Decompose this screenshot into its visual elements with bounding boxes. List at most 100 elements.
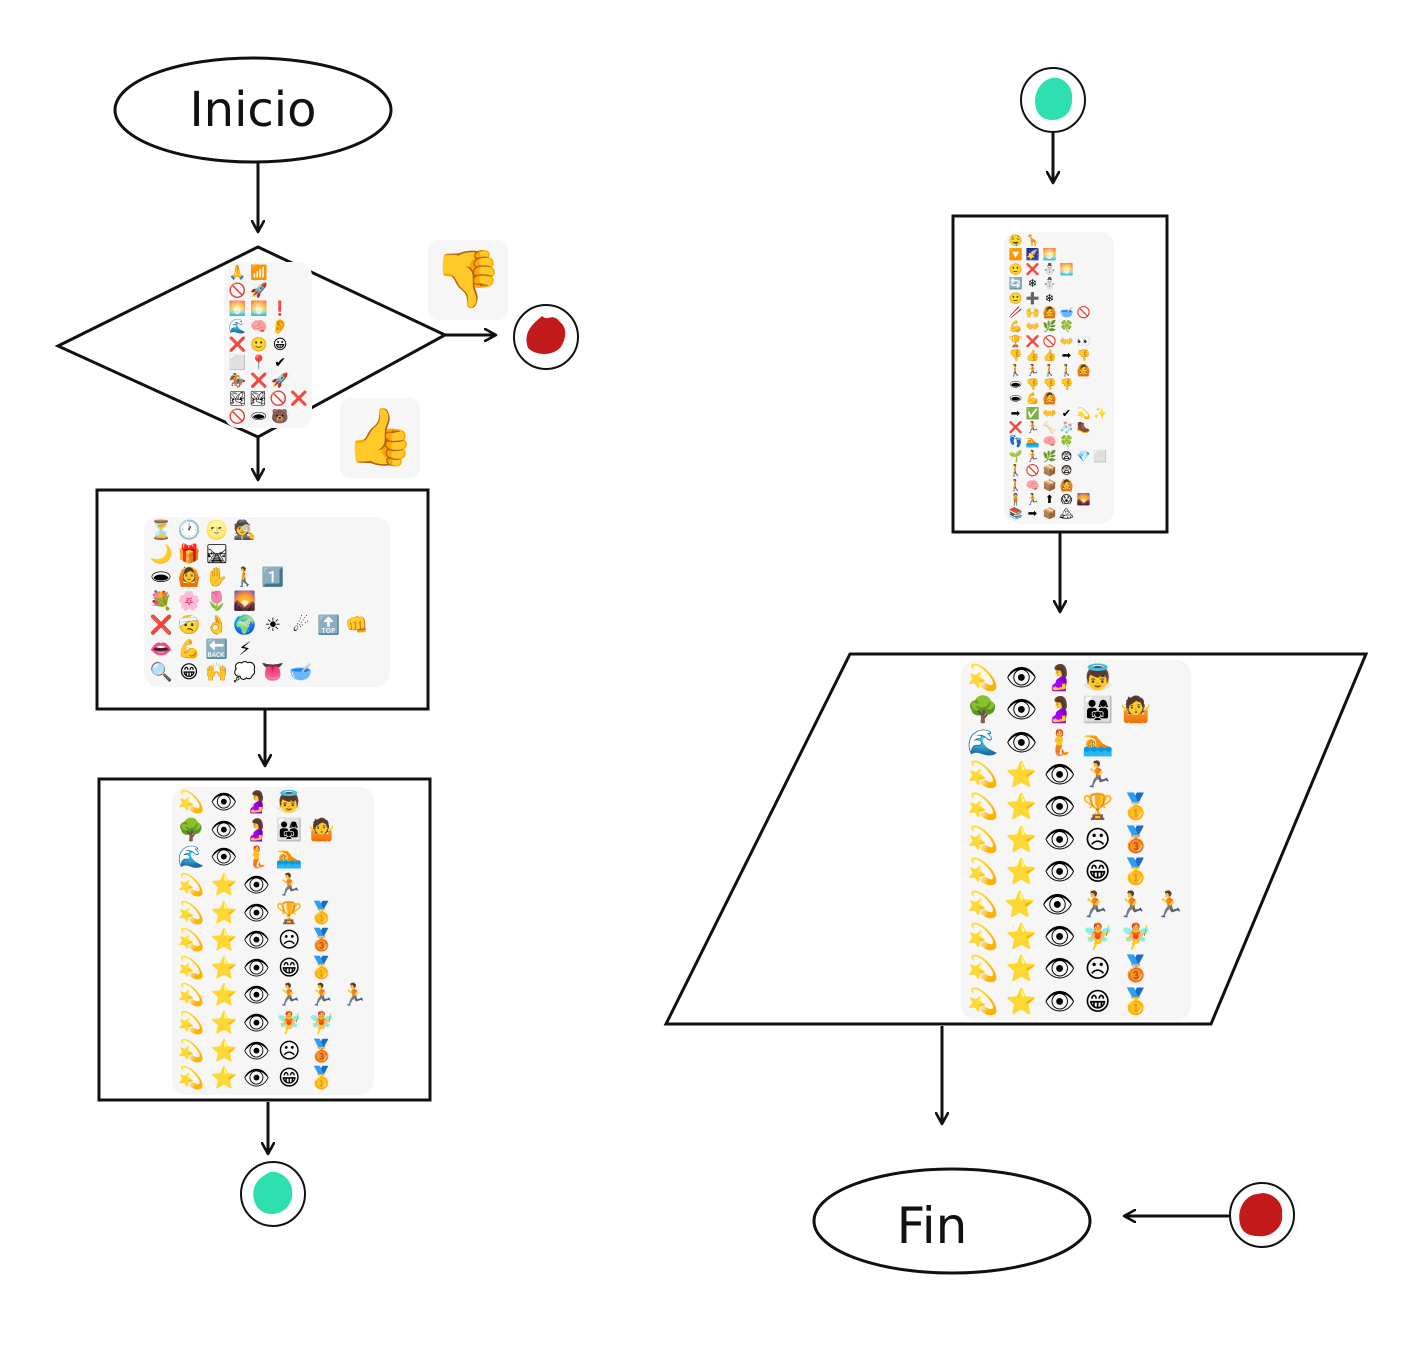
emoji-glyph: 🏃	[1025, 493, 1040, 507]
emoji-glyph: 👁	[210, 817, 238, 843]
emoji-glyph: ⭐	[1005, 986, 1037, 1016]
emoji-glyph: 🌳	[177, 817, 205, 843]
emoji-row: 🌅🌅❗	[227, 300, 309, 318]
emoji-glyph: 😁	[277, 1066, 301, 1092]
emoji-glyph: 🥇	[1120, 857, 1152, 887]
emoji-glyph: ⬜	[228, 355, 247, 371]
emoji-glyph: 👄	[149, 638, 173, 660]
emoji-glyph: ⭐	[210, 983, 238, 1009]
emoji-glyph: 🌸	[177, 591, 201, 613]
emoji-row: 🚶🚫📦😨	[1007, 464, 1111, 478]
emoji-glyph: 🙂	[1008, 291, 1023, 305]
emoji-row: 🕳🙆✋🚶1️⃣	[147, 566, 387, 590]
emoji-glyph: 🌝	[205, 520, 229, 541]
emoji-glyph: ⭐	[210, 928, 238, 954]
emoji-glyph: 🔙	[205, 638, 229, 660]
emoji-glyph: 👎	[1076, 349, 1091, 363]
emoji-row: 👣🏊🧠🍀	[1007, 435, 1111, 449]
emoji-glyph: 💫	[177, 1038, 205, 1064]
end-label: Fin	[897, 1197, 968, 1255]
emoji-glyph: 🏃	[275, 983, 303, 1009]
emoji-glyph: 📦	[1042, 464, 1057, 478]
emoji-glyph: 🚶	[1008, 363, 1023, 377]
emoji-glyph: 👁	[1005, 727, 1038, 757]
emoji-row: 🤤🦒	[1007, 234, 1111, 248]
emoji-glyph: 🏞	[248, 391, 267, 407]
emoji-glyph: 💫	[967, 663, 999, 692]
emoji-glyph: 💫	[177, 1011, 205, 1036]
emoji-glyph: 💫	[967, 921, 999, 951]
emoji-glyph: 🚫	[1042, 334, 1057, 348]
emoji-glyph: ➡	[1010, 406, 1021, 420]
emoji-glyph: ➡	[1061, 349, 1072, 363]
emoji-glyph: 🤰	[243, 790, 270, 815]
emoji-glyph: 💫	[177, 900, 205, 926]
emoji-glyph: ✔	[274, 355, 286, 371]
emoji-glyph: 👁	[210, 845, 238, 871]
emoji-glyph: 🌅	[228, 301, 247, 317]
emoji-glyph: 🦴	[1042, 421, 1057, 435]
emoji-glyph: ⭐	[1005, 792, 1037, 822]
emoji-glyph: 🧜	[1043, 727, 1076, 757]
process3-emoji-panel: 🤤🦒🔽🌠🌅🙂❌⛄🌅🔄❄⛄🙂➕❄🥢🙌🙆🥣🚫💪👐🌿🍀🏆❌🚫👐👀👎👍👍➡👎🚶🏃🚶🚶🙆🕳…	[1004, 232, 1114, 524]
emoji-glyph: ❌	[1025, 262, 1040, 276]
emoji-glyph: 🙆	[1042, 305, 1057, 319]
emoji-row: 🌳👁🤰👨‍👩‍👧🤷	[964, 694, 1188, 726]
emoji-glyph: 🏆	[1008, 334, 1023, 348]
emoji-glyph: 👁	[242, 983, 271, 1009]
emoji-glyph: 👊	[345, 614, 369, 636]
emoji-row: 🚶🧠📦🙆	[1007, 479, 1111, 493]
emoji-glyph: 👣	[1008, 435, 1023, 449]
emoji-glyph: 🥇	[308, 955, 336, 981]
emoji-row: 💫⭐👁☹🥉	[175, 927, 371, 955]
emoji-glyph: ✅	[1025, 406, 1040, 420]
emoji-glyph: ❌	[149, 614, 173, 636]
emoji-glyph: ☄	[292, 614, 310, 636]
emoji-glyph: 💪	[177, 638, 201, 660]
emoji-glyph: 🏊	[1025, 435, 1040, 449]
emoji-row: ❌🏃🦴🧦🥾	[1007, 421, 1111, 435]
emoji-row: ❌🙂😀	[227, 336, 309, 354]
emoji-glyph: 💪	[1025, 392, 1040, 406]
emoji-glyph: 🔄	[1008, 277, 1023, 291]
emoji-glyph: 📍	[250, 355, 268, 371]
emoji-glyph: 👁	[1005, 695, 1038, 725]
emoji-glyph: 🤰	[1043, 695, 1076, 725]
process1-emoji-panel: ⏳🕐🌝🕵🌙🎁🛤🕳🙆✋🚶1️⃣💐🌸🌷🌄❌🤕👌🌍☀☄🔝👊👄💪🔙⚡🔍😁🙌💭👅🥣	[144, 517, 390, 687]
emoji-row: 💫⭐👁🧚🧚	[964, 921, 1188, 953]
emoji-glyph: 🥇	[308, 900, 336, 926]
emoji-glyph: ❄	[1027, 277, 1038, 291]
emoji-glyph: ➡	[1027, 507, 1038, 521]
emoji-glyph: 🌅	[1042, 248, 1057, 262]
emoji-glyph: 👎	[1025, 377, 1040, 391]
emoji-glyph: 😀	[272, 337, 288, 353]
emoji-glyph: 👍	[1042, 349, 1057, 363]
process2-emoji-panel: 💫👁🤰👼🌳👁🤰👨‍👩‍👧🤷🌊👁🧜🏊💫⭐👁🏃💫⭐👁🏆🥇💫⭐👁☹🥉💫⭐👁😁🥇💫⭐👁🏃…	[172, 787, 374, 1095]
emoji-glyph: 🏞	[228, 391, 247, 407]
emoji-glyph: 🌊	[967, 727, 999, 757]
emoji-glyph: 🧜	[243, 845, 270, 871]
emoji-glyph: 🌄	[1076, 493, 1091, 507]
emoji-glyph: 👅	[261, 662, 285, 684]
emoji-glyph: ☀	[264, 614, 282, 636]
emoji-row: 💫⭐👁☹🥉	[175, 1038, 371, 1066]
emoji-glyph: ❄	[1044, 291, 1055, 305]
emoji-glyph: 🤰	[1043, 663, 1076, 692]
emoji-glyph: 🏃	[1025, 421, 1040, 435]
emoji-glyph: 💫	[967, 824, 999, 854]
emoji-glyph: 👁	[1043, 824, 1076, 854]
emoji-glyph: 🏃	[308, 983, 336, 1009]
emoji-glyph: ⭐	[210, 900, 238, 926]
emoji-glyph: 🌳	[967, 695, 999, 725]
emoji-glyph: 📦	[1042, 478, 1057, 492]
emoji-glyph: 👐	[1025, 320, 1040, 334]
emoji-glyph: 😁	[277, 955, 301, 981]
emoji-glyph: 🧚	[275, 1011, 303, 1036]
emoji-glyph: ⭐	[210, 1011, 238, 1036]
emoji-row: 💫⭐👁😁🥇	[964, 856, 1188, 888]
emoji-glyph: 🌅	[1059, 262, 1074, 276]
emoji-glyph: 🥉	[308, 928, 336, 954]
emoji-glyph: 📶	[250, 265, 268, 281]
emoji-glyph: 🌊	[228, 319, 247, 335]
emoji-glyph: 👁	[1043, 986, 1076, 1016]
